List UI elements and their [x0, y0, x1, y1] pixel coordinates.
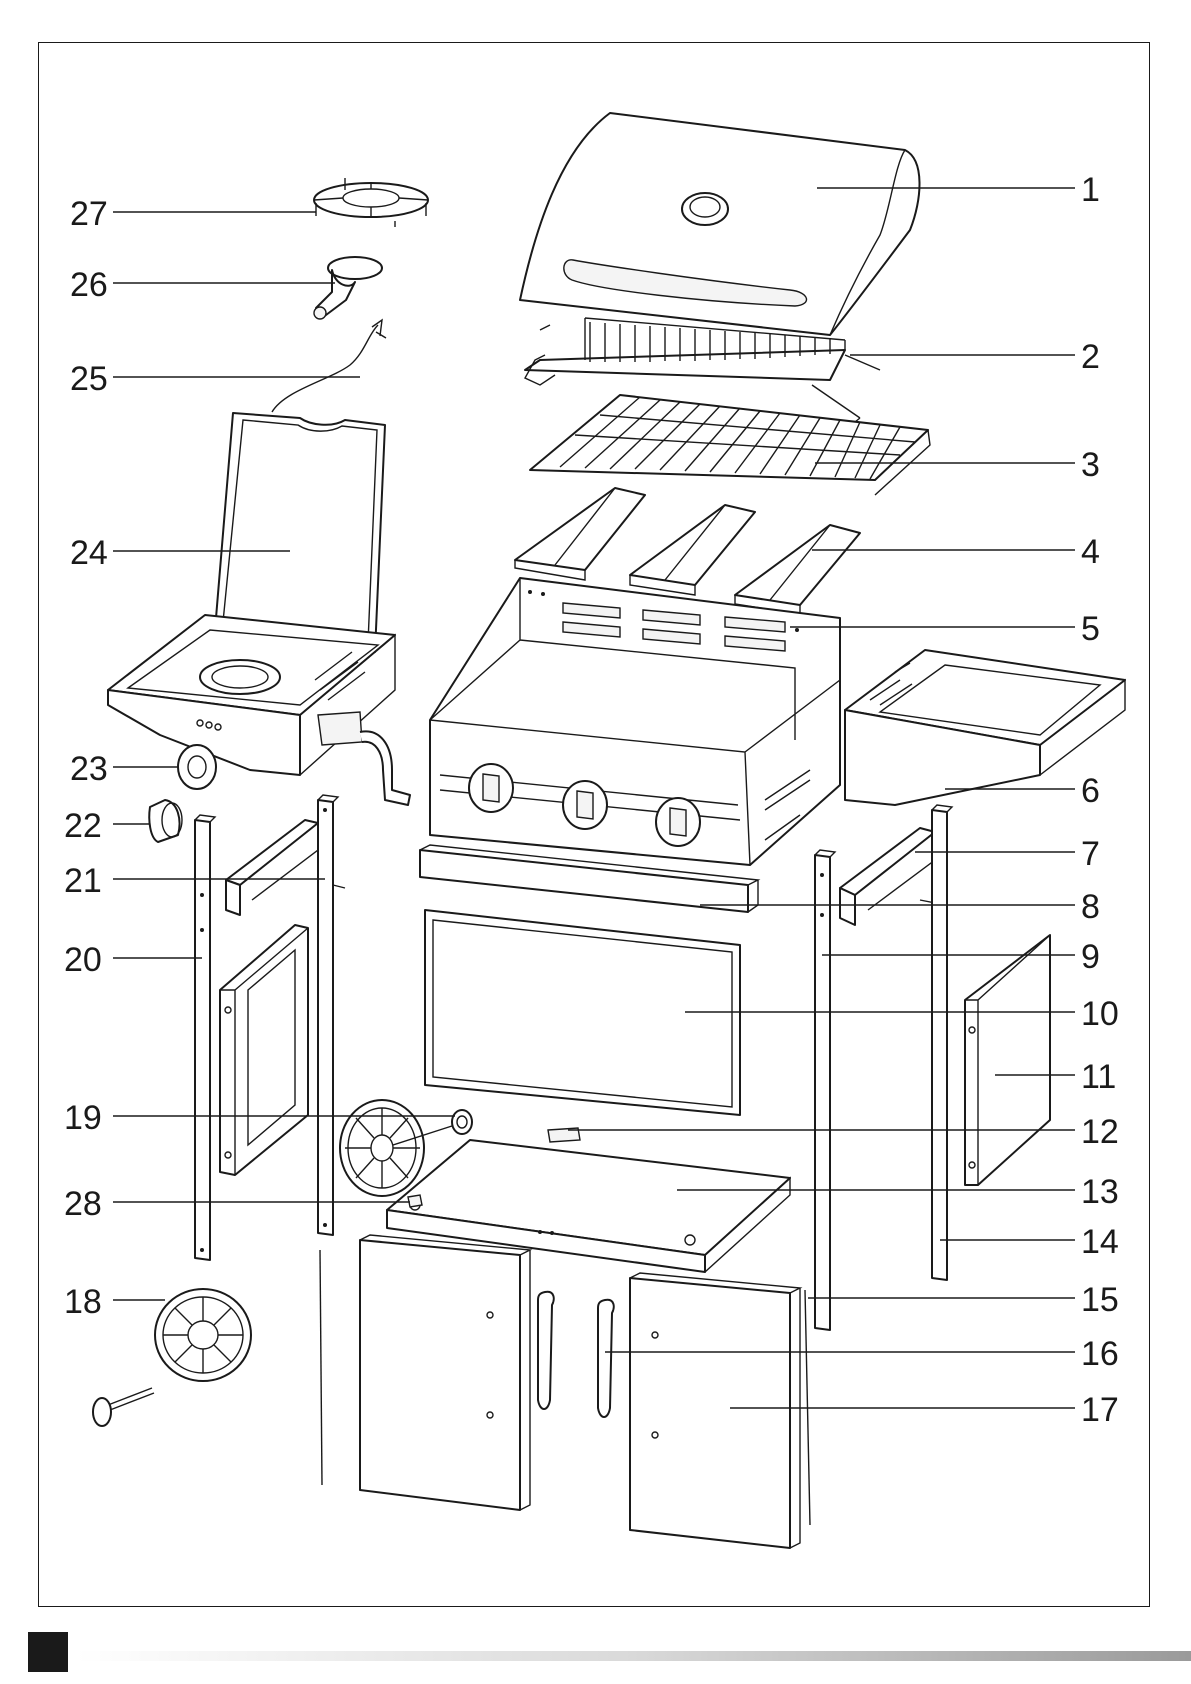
- callout-7: 7: [1081, 835, 1100, 873]
- callout-15: 15: [1081, 1281, 1119, 1319]
- part-pan-support: [314, 178, 428, 227]
- callout-23: 23: [70, 750, 108, 788]
- callout-28: 28: [64, 1185, 102, 1223]
- callout-16: 16: [1081, 1335, 1119, 1373]
- part-bolt: [408, 1195, 422, 1207]
- callout-24: 24: [70, 534, 108, 572]
- part-valve-hose: [318, 712, 410, 805]
- part-right-cross-bar: [840, 828, 935, 925]
- callout-6: 6: [1081, 772, 1100, 810]
- page-marker-block: [28, 1632, 68, 1672]
- part-side-burner-housing: [108, 615, 395, 775]
- part-left-side-panel: [220, 925, 308, 1175]
- callout-18: 18: [64, 1283, 102, 1321]
- part-firebox: [430, 578, 840, 865]
- callout-20: 20: [64, 941, 102, 979]
- callout-8: 8: [1081, 888, 1100, 926]
- part-ignition-wire: [272, 320, 386, 412]
- callout-12: 12: [1081, 1113, 1119, 1151]
- callout-17: 17: [1081, 1391, 1119, 1429]
- part-lid: [520, 113, 920, 335]
- part-right-rear-leg: [932, 805, 952, 1280]
- callout-2: 2: [1081, 338, 1100, 376]
- part-door-handles: [538, 1292, 614, 1417]
- part-right-side-panel: [965, 935, 1050, 1185]
- part-side-burner-lid: [215, 413, 385, 652]
- part-left-cross-bar: [226, 820, 318, 915]
- callout-25: 25: [70, 360, 108, 398]
- callout-1: 1: [1081, 171, 1100, 209]
- callout-10: 10: [1081, 995, 1119, 1033]
- callout-21: 21: [64, 862, 102, 900]
- footer-gradient-bar: [76, 1651, 1191, 1661]
- part-right-front-leg: [815, 850, 835, 1330]
- callout-26: 26: [70, 266, 108, 304]
- callout-9: 9: [1081, 938, 1100, 976]
- callout-27: 27: [70, 195, 108, 233]
- part-doors: [360, 1235, 800, 1548]
- part-side-burner: [314, 257, 382, 319]
- part-cooking-grate: [530, 395, 930, 495]
- callout-22: 22: [64, 807, 102, 845]
- part-wheel-18: [93, 1289, 251, 1426]
- part-control-knob-23: [178, 745, 216, 789]
- callout-14: 14: [1081, 1223, 1119, 1261]
- callout-19: 19: [64, 1099, 102, 1137]
- callout-13: 13: [1081, 1173, 1119, 1211]
- part-left-rear-leg: [318, 795, 345, 1235]
- callout-4: 4: [1081, 533, 1100, 571]
- part-knob-bezel-22: [149, 800, 182, 842]
- callout-3: 3: [1081, 446, 1100, 484]
- part-left-front-leg: [195, 815, 215, 1260]
- callout-11: 11: [1081, 1058, 1116, 1096]
- callout-5: 5: [1081, 610, 1100, 648]
